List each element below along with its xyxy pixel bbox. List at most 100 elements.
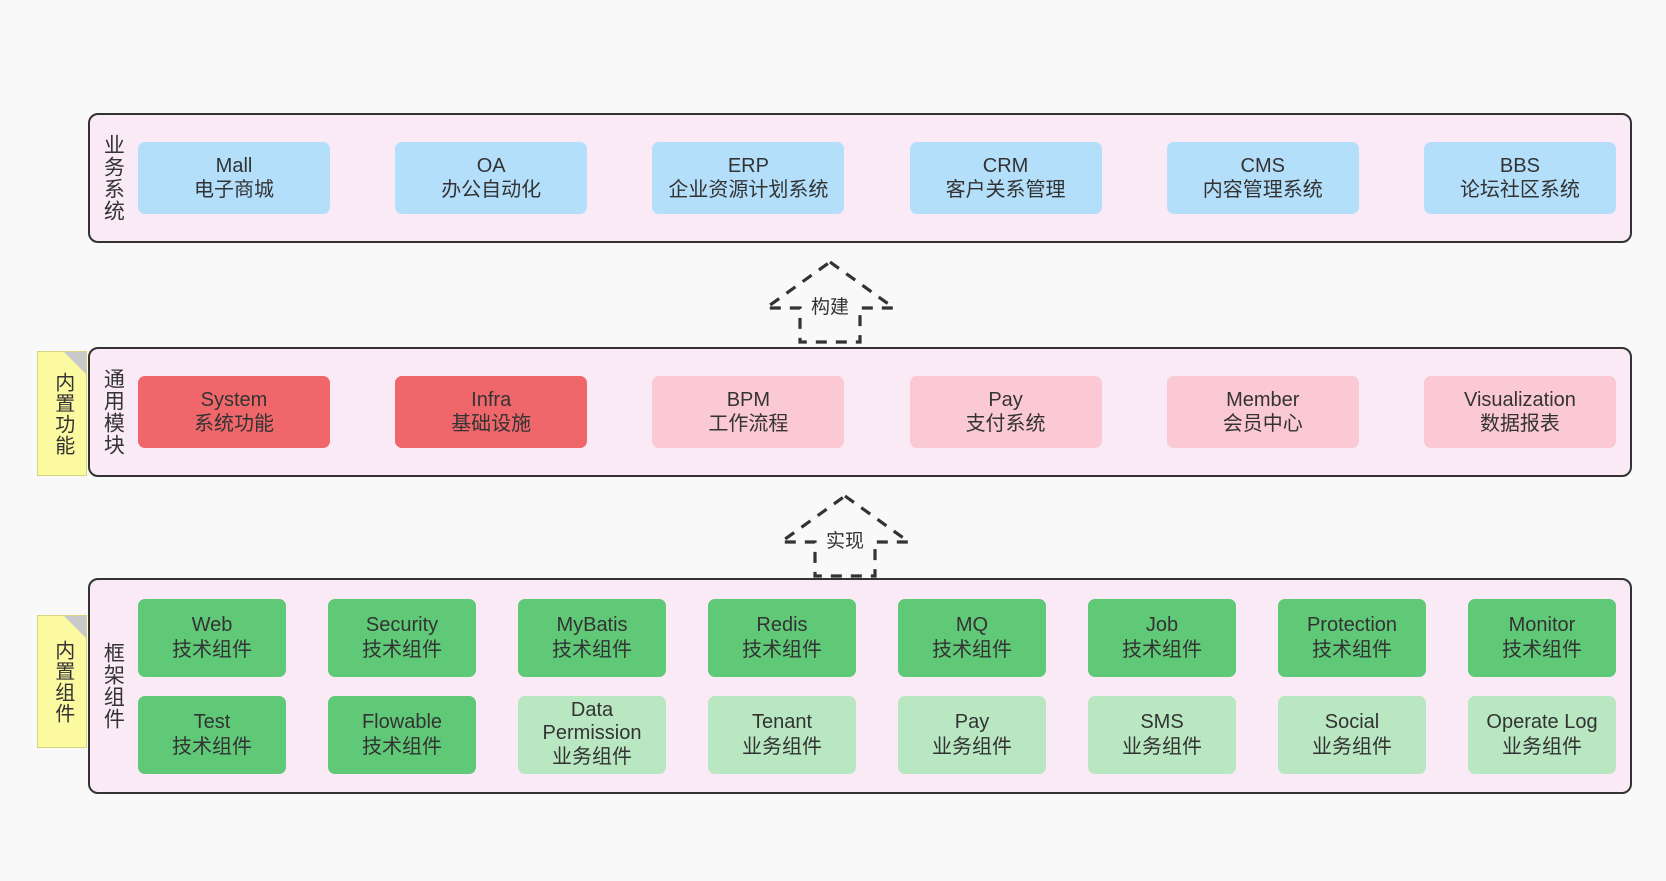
node-subtitle: 技术组件 bbox=[552, 638, 632, 661]
node-redis[interactable]: Redis 技术组件 bbox=[708, 598, 856, 677]
node-subtitle: 论坛社区系统 bbox=[1459, 179, 1580, 201]
node-row: System 系统功能 Infra 基础设施 BPM 工作流程 Pay 支付系统… bbox=[138, 376, 1616, 448]
arrow-build-shape bbox=[761, 260, 899, 344]
node-subtitle: 会员中心 bbox=[1222, 413, 1303, 435]
node-title: Data Permission bbox=[542, 699, 642, 745]
node-title: Pay bbox=[954, 711, 990, 734]
node-subtitle: 技术组件 bbox=[1122, 638, 1202, 661]
node-subtitle: 支付系统 bbox=[965, 413, 1046, 435]
node-title: Infra bbox=[471, 388, 512, 411]
node-mybatis[interactable]: MyBatis 技术组件 bbox=[518, 598, 666, 677]
arrow-build-label: 构建 bbox=[810, 297, 850, 318]
node-subtitle: 技术组件 bbox=[362, 638, 442, 661]
arrow-build: 构建 bbox=[755, 258, 905, 346]
node-subtitle: 技术组件 bbox=[1312, 638, 1392, 661]
node-crm[interactable]: CRM 客户关系管理 bbox=[909, 142, 1102, 214]
node-title: Social bbox=[1324, 711, 1380, 734]
node-title: System bbox=[200, 388, 268, 411]
node-job[interactable]: Job 技术组件 bbox=[1088, 598, 1236, 677]
node-title: Security bbox=[365, 614, 439, 637]
node-title: Member bbox=[1226, 388, 1300, 411]
node-mall[interactable]: Mall 电子商城 bbox=[138, 142, 330, 214]
node-row: Web 技术组件 Security 技术组件 MyBatis 技术组件 Redi… bbox=[138, 598, 1616, 677]
note-builtin-components: 内置组件 bbox=[37, 615, 87, 748]
node-subtitle: 内容管理系统 bbox=[1202, 179, 1323, 201]
node-title: Test bbox=[193, 711, 231, 734]
layer-body-business-system: Mall 电子商城 OA 办公自动化 ERP 企业资源计划系统 CRM 客户关系… bbox=[134, 115, 1630, 241]
arrow-implement-label: 实现 bbox=[825, 531, 865, 552]
node-monitor[interactable]: Monitor 技术组件 bbox=[1468, 598, 1616, 677]
layer-title-common-module: 通用模块 bbox=[101, 368, 125, 456]
node-title: Web bbox=[191, 614, 233, 637]
node-data-permission[interactable]: Data Permission 业务组件 bbox=[518, 695, 666, 774]
node-oa[interactable]: OA 办公自动化 bbox=[395, 142, 588, 214]
node-title: MQ bbox=[955, 614, 989, 637]
node-title: Pay bbox=[988, 388, 1023, 411]
node-infra[interactable]: Infra 基础设施 bbox=[395, 376, 588, 448]
node-pay-business[interactable]: Pay 业务组件 bbox=[898, 695, 1046, 774]
node-subtitle: 企业资源计划系统 bbox=[668, 179, 829, 201]
layer-title-framework-component: 框架组件 bbox=[101, 642, 125, 730]
node-pay[interactable]: Pay 支付系统 bbox=[909, 376, 1102, 448]
node-title: Mall bbox=[215, 154, 253, 177]
node-subtitle: 客户关系管理 bbox=[945, 179, 1066, 201]
arrow-implement-shape bbox=[776, 494, 914, 578]
node-bbs[interactable]: BBS 论坛社区系统 bbox=[1423, 142, 1616, 214]
layer-body-framework-component: Web 技术组件 Security 技术组件 MyBatis 技术组件 Redi… bbox=[134, 580, 1630, 792]
node-subtitle: 基础设施 bbox=[451, 413, 532, 435]
note-fold-corner-icon bbox=[64, 352, 86, 374]
node-subtitle: 技术组件 bbox=[1502, 638, 1582, 661]
node-subtitle: 业务组件 bbox=[552, 746, 632, 769]
node-title: Protection bbox=[1306, 614, 1398, 637]
node-title: SMS bbox=[1140, 711, 1184, 734]
node-visualization[interactable]: Visualization 数据报表 bbox=[1423, 376, 1616, 448]
node-subtitle: 数据报表 bbox=[1479, 413, 1560, 435]
node-subtitle: 电子商城 bbox=[194, 179, 274, 201]
node-bpm[interactable]: BPM 工作流程 bbox=[652, 376, 845, 448]
node-mq[interactable]: MQ 技术组件 bbox=[898, 598, 1046, 677]
node-title: Redis bbox=[756, 614, 808, 637]
node-subtitle: 业务组件 bbox=[1502, 735, 1582, 758]
node-protection[interactable]: Protection 技术组件 bbox=[1278, 598, 1426, 677]
layer-body-common-module: System 系统功能 Infra 基础设施 BPM 工作流程 Pay 支付系统… bbox=[134, 349, 1630, 475]
node-subtitle: 业务组件 bbox=[1122, 735, 1202, 758]
node-title: CRM bbox=[982, 154, 1029, 177]
node-row: Test 技术组件 Flowable 技术组件 Data Permission … bbox=[138, 695, 1616, 774]
node-title: Tenant bbox=[751, 711, 813, 734]
node-web[interactable]: Web 技术组件 bbox=[138, 598, 286, 677]
node-subtitle: 业务组件 bbox=[932, 735, 1012, 758]
node-subtitle: 技术组件 bbox=[362, 735, 442, 758]
node-security[interactable]: Security 技术组件 bbox=[328, 598, 476, 677]
node-title: BPM bbox=[726, 388, 771, 411]
node-erp[interactable]: ERP 企业资源计划系统 bbox=[652, 142, 845, 214]
layer-business-system: 业务系统 Mall 电子商城 OA 办公自动化 ERP 企业资源计划系统 CRM… bbox=[88, 113, 1632, 243]
node-member[interactable]: Member 会员中心 bbox=[1166, 376, 1359, 448]
node-sms[interactable]: SMS 业务组件 bbox=[1088, 695, 1236, 774]
node-operate-log[interactable]: Operate Log 业务组件 bbox=[1468, 695, 1616, 774]
node-title: Flowable bbox=[361, 711, 443, 734]
node-system[interactable]: System 系统功能 bbox=[138, 376, 330, 448]
node-title: Job bbox=[1145, 614, 1179, 637]
node-cms[interactable]: CMS 内容管理系统 bbox=[1166, 142, 1359, 214]
node-subtitle: 技术组件 bbox=[742, 638, 822, 661]
node-subtitle: 系统功能 bbox=[194, 413, 274, 435]
node-subtitle: 业务组件 bbox=[742, 735, 822, 758]
layer-common-module: 通用模块 System 系统功能 Infra 基础设施 BPM 工作流程 Pay… bbox=[88, 347, 1632, 477]
node-row: Mall 电子商城 OA 办公自动化 ERP 企业资源计划系统 CRM 客户关系… bbox=[138, 142, 1616, 214]
node-subtitle: 业务组件 bbox=[1312, 735, 1392, 758]
layer-framework-component: 框架组件 Web 技术组件 Security 技术组件 MyBatis 技术组件… bbox=[88, 578, 1632, 794]
node-subtitle: 技术组件 bbox=[172, 735, 252, 758]
node-subtitle: 办公自动化 bbox=[441, 179, 542, 201]
node-subtitle: 技术组件 bbox=[172, 638, 252, 661]
node-title: BBS bbox=[1499, 154, 1540, 177]
node-test[interactable]: Test 技术组件 bbox=[138, 695, 286, 774]
note-label: 内置组件 bbox=[51, 639, 74, 724]
node-social[interactable]: Social 业务组件 bbox=[1278, 695, 1426, 774]
node-flowable[interactable]: Flowable 技术组件 bbox=[328, 695, 476, 774]
node-subtitle: 技术组件 bbox=[932, 638, 1012, 661]
node-tenant[interactable]: Tenant 业务组件 bbox=[708, 695, 856, 774]
layer-title-business-system: 业务系统 bbox=[101, 134, 125, 222]
note-label: 内置功能 bbox=[51, 371, 74, 456]
node-title: OA bbox=[476, 154, 506, 177]
node-title: Monitor bbox=[1508, 614, 1576, 637]
